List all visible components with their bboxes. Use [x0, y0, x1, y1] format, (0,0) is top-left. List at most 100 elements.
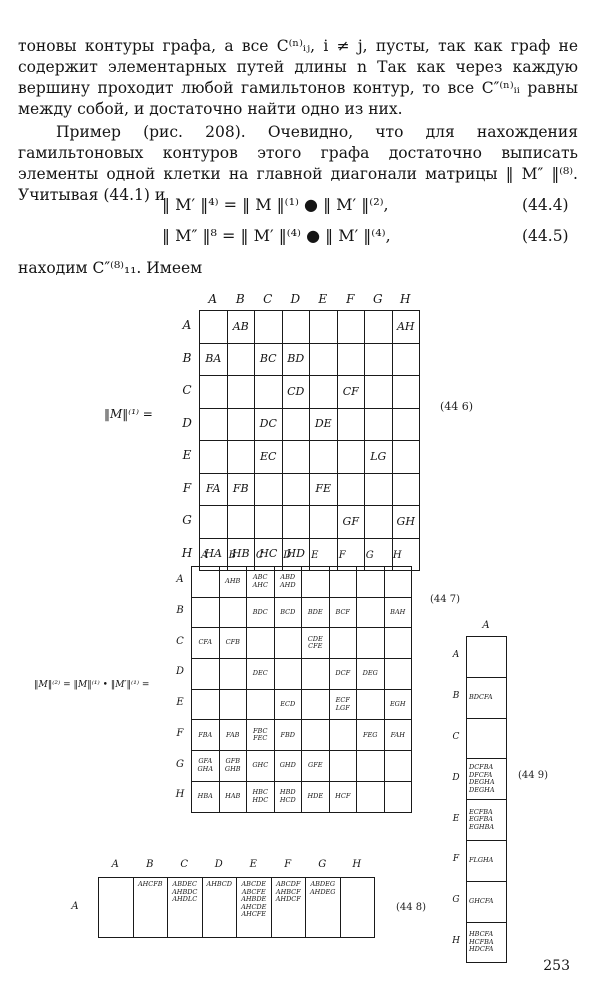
matrix-cell: [309, 375, 338, 409]
matrix-cell: GHC: [246, 750, 275, 782]
matrix-cell: [226, 440, 255, 474]
matrix-cell: [383, 627, 412, 660]
matrix-44-6-col-header: H: [400, 292, 411, 306]
matrix-44-7-row-header: B: [176, 605, 184, 617]
matrix-cell: [226, 505, 255, 539]
matrix-cell: [281, 310, 310, 344]
matrix-cell: HAB: [218, 780, 247, 813]
matrix-cell: [383, 750, 412, 782]
matrix-cell: [301, 688, 330, 721]
matrix-cell: [364, 342, 393, 376]
matrix-cell: FAB: [218, 719, 247, 752]
matrix-row: [466, 717, 507, 760]
matrix-cell: [364, 505, 393, 539]
matrix-cell: [254, 310, 283, 344]
matrix-cell: [336, 472, 365, 506]
matrix-44-6-row-header: B: [182, 350, 192, 365]
matrix-cell: [383, 566, 412, 598]
matrix-44-7-row-header: E: [176, 697, 184, 709]
matrix-cell: [364, 472, 393, 506]
matrix-cell: [191, 596, 220, 629]
matrix-cell: [309, 505, 338, 539]
paragraph-example: Пример (рис. 208). Очевидно, что для нах…: [18, 123, 578, 204]
matrix-44-7-col-header: G: [365, 550, 374, 561]
matrix-cell: AH: [391, 310, 420, 344]
matrix-cell: ECD: [273, 688, 302, 721]
matrix-cell: [328, 719, 357, 752]
matrix-44-9-row-header: A: [452, 650, 460, 661]
matrix-cell: [226, 407, 255, 441]
matrix-44-6-row-header: H: [181, 545, 193, 560]
matrix-cell: [391, 375, 420, 409]
matrix-44-7-col-header: D: [283, 550, 292, 561]
matrix-cell: CF: [336, 375, 365, 409]
matrix-cell: [339, 877, 375, 938]
matrix-cell: [218, 658, 247, 690]
matrix-44-6-row-header: D: [182, 415, 192, 430]
matrix-cell: AHBCD: [201, 877, 237, 938]
matrix-cell: HCF: [328, 780, 357, 813]
matrix-cell: GH: [391, 505, 420, 539]
matrix-cell: [254, 472, 283, 506]
matrix-cell: BCD: [273, 596, 302, 629]
matrix-44-6-col-header: G: [372, 292, 383, 306]
matrix-44-8-col-header: F: [284, 859, 292, 870]
matrix-44-6-row-header: A: [182, 318, 192, 333]
matrix-cell: [336, 407, 365, 441]
matrix-cell: EGH: [383, 688, 412, 721]
matrix-cell: [328, 750, 357, 782]
matrix-44-8-col-header: C: [180, 859, 189, 870]
matrix-cell: DCF: [328, 658, 357, 690]
matrix-cell: [391, 472, 420, 506]
matrix-row: BDCFA: [466, 676, 507, 719]
matrix-cell: [246, 688, 275, 721]
matrix-cell: [273, 658, 302, 690]
matrix-44-6-row-header: F: [182, 480, 192, 495]
matrix-cell: [281, 505, 310, 539]
matrix-44-6-col-header: C: [263, 292, 273, 306]
matrix-cell: DE: [309, 407, 338, 441]
matrix-cell: [98, 877, 134, 938]
matrix-44-8-col-header: D: [214, 859, 223, 870]
matrix-44-8-row-header: A: [71, 901, 79, 912]
matrix-44-6-row-header: C: [182, 383, 192, 398]
matrix-cell: [383, 780, 412, 813]
matrix-44-7-col-header: E: [311, 550, 319, 561]
matrix-cell: [356, 780, 385, 813]
matrix-cell: BDE: [301, 596, 330, 629]
matrix-44-8-col-header: B: [146, 859, 154, 870]
matrix-cell: [254, 505, 283, 539]
matrix-row: FLGHA: [466, 839, 507, 882]
matrix-44-6-col-header: E: [318, 292, 328, 306]
matrix-44-7-row-header: D: [175, 666, 185, 678]
matrix-cell: BAH: [383, 596, 412, 629]
matrix-44-9-row-header: G: [452, 895, 460, 906]
matrix-cell: FAH: [383, 719, 412, 752]
equation-44-4: ‖ M′ ‖⁴⁾ = ‖ M ‖⁽¹⁾ ● ‖ M′ ‖⁽²⁾,: [162, 195, 389, 214]
matrix-cell: [328, 566, 357, 598]
matrix-cell: [191, 688, 220, 721]
matrix-cell: [199, 375, 228, 409]
matrix-cell: BDCFA: [466, 676, 507, 719]
matrix-44-7-row-header: A: [176, 574, 184, 586]
matrix-cell: [364, 375, 393, 409]
matrix-cell: CFB: [218, 627, 247, 660]
